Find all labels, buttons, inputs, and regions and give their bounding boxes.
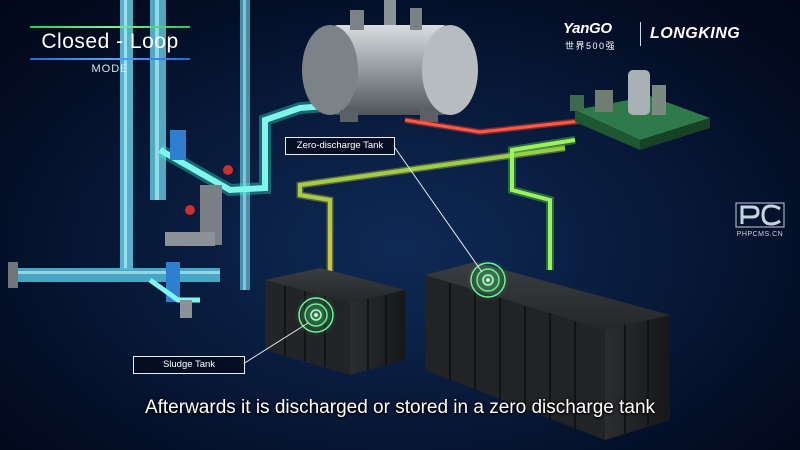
- pc-logo-icon: [735, 202, 785, 228]
- sludge-tank-leader-line: [242, 322, 309, 365]
- equipment-skid: [570, 70, 710, 150]
- target-ring-icon: [294, 293, 338, 337]
- yellow-pipe: [296, 144, 566, 280]
- yango-tagline: 世界500强: [565, 41, 617, 51]
- vertical-pipes: [120, 0, 396, 290]
- target-ring-icon: [466, 258, 510, 302]
- red-pipe: [404, 117, 591, 136]
- mode-bottom-rule: [30, 58, 190, 60]
- green-pipe: [508, 136, 576, 270]
- zero-discharge-tank-callout: Zero-discharge Tank: [285, 137, 395, 155]
- glowing-process-pipe: [148, 90, 456, 318]
- left-horizontal-pipe: [8, 262, 220, 288]
- sludge-tank-callout: Sludge Tank: [133, 356, 245, 374]
- logo-divider: [640, 22, 641, 46]
- mode-top-rule: [30, 26, 190, 28]
- pressure-vessel: [302, 8, 478, 122]
- yango-wordmark: YanGO: [563, 20, 612, 37]
- zero-tank-leader-line: [392, 144, 483, 273]
- yango-logo: YanGO 世界500强: [563, 20, 639, 51]
- phpcms-watermark: PHPCMS.CN: [730, 200, 790, 242]
- mode-subtitle: MODE: [91, 63, 129, 75]
- watermark-text: PHPCMS.CN: [736, 231, 784, 238]
- mode-title: Closed - Loop: [41, 30, 179, 53]
- longking-logo: LONGKING: [650, 25, 741, 42]
- video-caption: Afterwards it is discharged or stored in…: [144, 397, 656, 418]
- mode-label: Closed - Loop MODE: [30, 26, 190, 76]
